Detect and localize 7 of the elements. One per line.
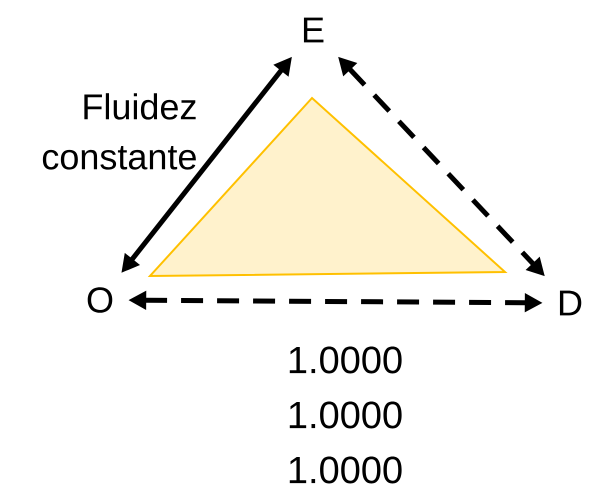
value-label: 1.0000 (290, 402, 402, 428)
vertex-label: D (560, 290, 582, 316)
vertex-label: O (88, 287, 112, 313)
edge-label: Fluidez constante (42, 93, 196, 170)
vertex-label: E (304, 18, 324, 42)
value-label: 1.0000 (290, 346, 402, 374)
value-label: 1.0000 (290, 456, 402, 484)
